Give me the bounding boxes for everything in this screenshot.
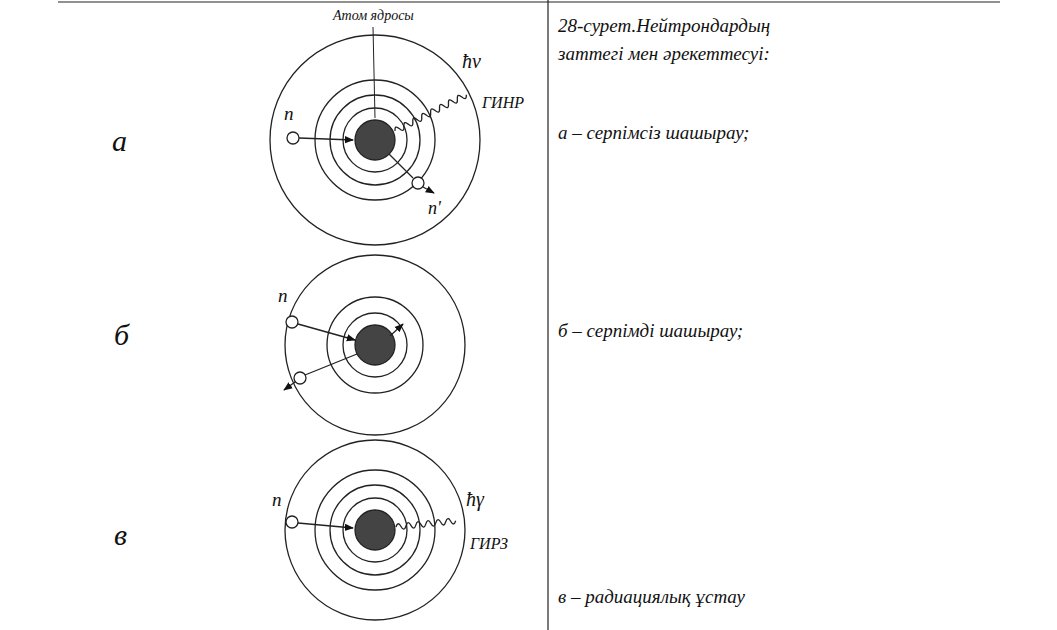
figure-letter: б <box>114 318 129 353</box>
atom-c <box>285 440 465 620</box>
part-label: Атом ядросы <box>333 8 414 24</box>
particle-label: n <box>272 489 282 511</box>
particle-label: n <box>284 103 294 125</box>
radiation-label: ГИРЗ <box>470 535 508 553</box>
photon-label: ħν <box>462 50 481 73</box>
photon-label: ħγ <box>466 488 484 511</box>
particle-label: n <box>278 285 288 307</box>
table-lines <box>58 0 1000 630</box>
radiation-label: ГИНР <box>482 94 524 112</box>
figure-letter: в <box>114 518 127 553</box>
particle-label: n' <box>428 198 441 219</box>
description-text: б – серпімді шашырау; <box>558 320 743 342</box>
description-text: в – радиациялық ұстау <box>558 586 745 608</box>
atom-b <box>284 255 465 435</box>
figure-caption: 28-сурет.Нейтрондардың заттегі мен әреке… <box>558 12 793 68</box>
atom-a <box>270 27 480 245</box>
figure-letter: а <box>112 124 127 159</box>
description-text: а – серпімсіз шашырау; <box>558 122 749 144</box>
